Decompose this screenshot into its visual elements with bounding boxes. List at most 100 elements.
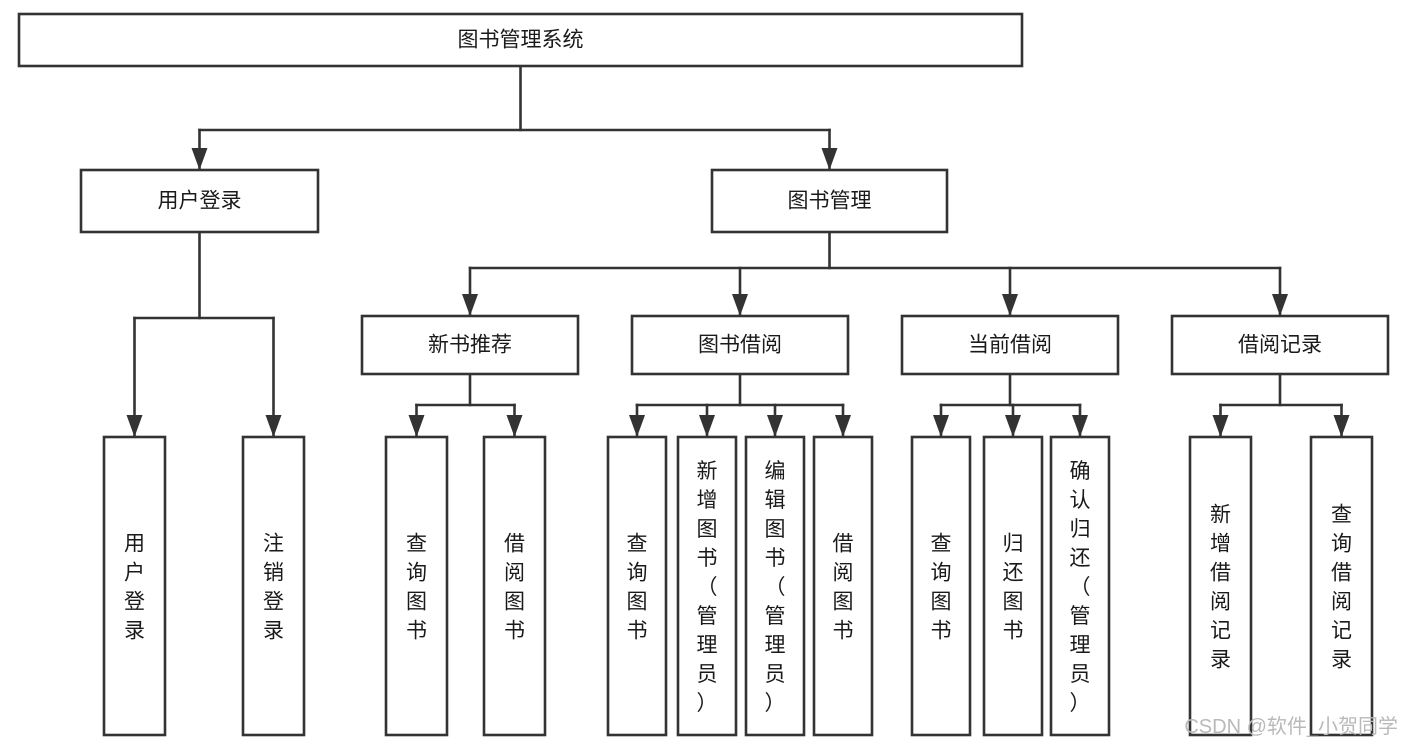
node-label-leaf-add-borrow-record-char-3: 阅 [1210,591,1231,614]
node-label-leaf-user-logout-char-2: 登 [263,591,284,614]
node-label-leaf-query-book-current-char-2: 图 [931,591,952,614]
node-label-leaf-user-login-char-0: 用 [124,533,145,556]
node-label-leaf-query-book-current-char-1: 询 [931,562,952,585]
node-label-leaf-edit-book-char-2: 图 [765,518,786,541]
node-user-login[interactable]: 用户登录 [79,168,320,234]
node-label-leaf-borrow-book-char-3: 书 [833,620,854,643]
node-label-leaf-query-borrow-record-char-0: 查 [1331,504,1352,527]
node-label-leaf-add-book-char-7: 员 [697,663,718,686]
node-label-leaf-borrow-book-recommend-char-1: 阅 [504,562,525,585]
node-label-leaf-return-book-char-3: 书 [1003,620,1024,643]
node-label-leaf-add-book-char-6: 理 [697,634,718,657]
arrow-down-icon-current-borrow [1002,294,1018,316]
node-label-current-borrow: 当前借阅 [968,334,1052,357]
arrow-down-icon-leaf-edit-book [767,415,783,437]
arrow-down-icon-leaf-borrow-book [835,415,851,437]
node-label-leaf-borrow-book-char-1: 阅 [833,562,854,585]
node-label-leaf-borrow-book-char-0: 借 [833,533,854,556]
node-label-leaf-query-book-current-char-3: 书 [931,620,952,643]
node-box-current-borrow [900,314,1120,376]
arrow-down-icon-new-book-recommend [462,294,478,316]
node-label-leaf-add-book-char-3: 书 [697,547,718,570]
arrow-down-icon-leaf-return-book [1005,415,1021,437]
node-box-book-borrow [630,314,850,376]
node-label-leaf-confirm-return-char-2: 归 [1070,518,1091,541]
arrow-down-icon-leaf-add-book [699,415,715,437]
node-book-borrow[interactable]: 图书借阅 [630,314,850,376]
arrow-down-icon-book-management [821,148,838,170]
node-box-borrow-record [1170,314,1390,376]
node-label-leaf-add-borrow-record-char-2: 借 [1210,562,1231,585]
node-box-leaf-query-borrow-record [1309,435,1374,737]
node-label-leaf-add-borrow-record-char-5: 录 [1210,649,1231,672]
nodes-layer: 图书管理系统用户登录图书管理新书推荐图书借阅当前借阅借阅记录用户登录注销登录查询… [17,12,1390,737]
node-box-leaf-borrow-book [812,435,874,737]
node-root[interactable]: 图书管理系统 [17,12,1024,68]
csdn-watermark: CSDN @软件_小贺同学 [1184,715,1398,738]
node-box-leaf-query-book-current [910,435,972,737]
node-label-leaf-confirm-return-char-4: （ [1070,576,1091,599]
node-label-leaf-add-book-char-5: 管 [697,605,718,628]
node-label-leaf-add-book-char-1: 增 [697,489,718,512]
node-label-book-management: 图书管理 [788,190,872,213]
node-label-leaf-edit-book-char-3: 书 [765,547,786,570]
node-box-leaf-query-book-borrow [606,435,668,737]
node-label-leaf-query-book-borrow-char-0: 查 [627,533,648,556]
node-label-leaf-add-book-char-4: （ [697,576,718,599]
node-box-leaf-add-book [676,435,738,737]
arrow-down-icon-book-borrow [732,294,748,316]
node-label-root: 图书管理系统 [458,29,584,52]
arrow-down-icon-leaf-user-logout [265,415,282,437]
node-label-leaf-edit-book-char-7: 员 [765,663,786,686]
node-leaf-user-login[interactable]: 用户登录 [102,435,167,737]
node-label-leaf-edit-book-char-6: 理 [765,634,786,657]
node-new-book-recommend[interactable]: 新书推荐 [360,314,580,376]
node-label-leaf-borrow-book-char-2: 图 [833,591,854,614]
node-label-book-borrow: 图书借阅 [698,334,782,357]
node-label-leaf-query-borrow-record-char-5: 录 [1331,649,1352,672]
node-label-leaf-add-book-char-0: 新 [697,460,718,483]
node-label-leaf-add-borrow-record-char-1: 增 [1210,533,1231,556]
node-label-leaf-query-book-current-char-0: 查 [931,533,952,556]
arrow-down-icon-leaf-query-book-borrow [629,415,645,437]
node-box-user-login [79,168,320,234]
node-book-management[interactable]: 图书管理 [710,168,949,234]
arrow-down-icon-leaf-query-book-recommend [408,415,425,437]
node-label-leaf-user-logout-char-0: 注 [263,533,284,556]
node-label-leaf-query-borrow-record-char-1: 询 [1331,533,1352,556]
connectors-layer [126,64,1350,439]
node-box-leaf-query-book-recommend [384,435,449,737]
node-label-leaf-edit-book-char-5: 管 [765,605,786,628]
arrow-down-icon-leaf-query-borrow-record [1333,415,1350,437]
node-label-leaf-user-login-char-2: 登 [124,591,145,614]
node-label-leaf-confirm-return-char-6: 理 [1070,634,1091,657]
node-label-leaf-query-book-borrow-char-2: 图 [627,591,648,614]
arrow-down-icon-leaf-borrow-book-recommend [506,415,523,437]
node-box-leaf-borrow-book-recommend [482,435,547,737]
node-label-leaf-query-book-borrow-char-1: 询 [627,562,648,585]
node-label-leaf-user-logout-char-1: 销 [263,562,284,585]
node-label-leaf-query-borrow-record-char-2: 借 [1331,562,1352,585]
arrow-down-icon-leaf-confirm-return [1072,415,1088,437]
node-box-root [17,12,1024,68]
node-box-leaf-user-logout [241,435,306,737]
node-label-leaf-confirm-return-char-8: ） [1070,692,1091,715]
node-box-leaf-add-borrow-record [1188,435,1253,737]
node-label-leaf-confirm-return-char-7: 员 [1070,663,1091,686]
node-borrow-record[interactable]: 借阅记录 [1170,314,1390,376]
node-current-borrow[interactable]: 当前借阅 [900,314,1120,376]
node-label-leaf-return-book-char-1: 还 [1003,562,1024,585]
node-box-book-management [710,168,949,234]
